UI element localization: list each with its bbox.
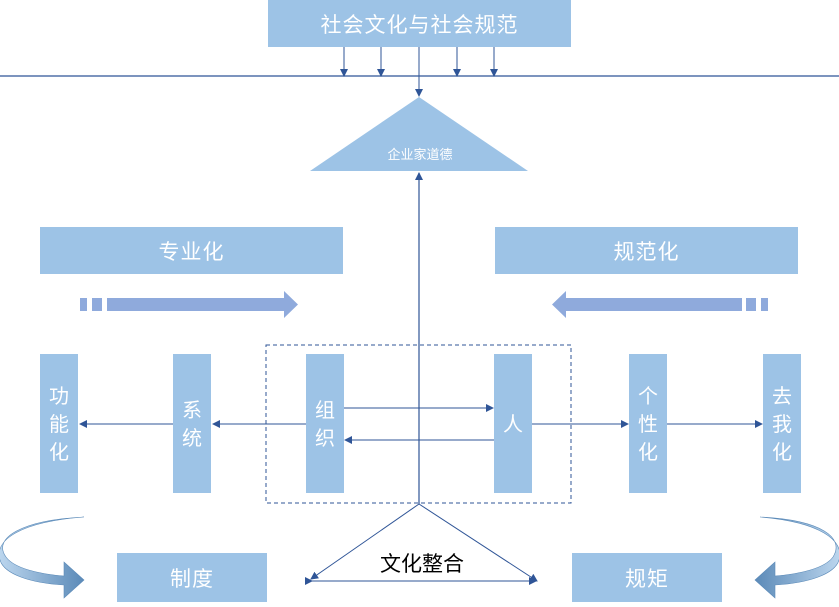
- column-selflessness: 去 我 化: [763, 354, 801, 493]
- column-functionalization: 功 能 化: [40, 354, 78, 493]
- integration-right-leg: [418, 503, 538, 582]
- column-char: 统: [182, 425, 202, 450]
- normalization-header: 规范化: [495, 227, 798, 274]
- column-char: 性: [638, 411, 658, 436]
- column-char: 功: [49, 383, 69, 408]
- norms-box: 规矩: [572, 553, 722, 602]
- specialization-direction-arrow: [80, 291, 298, 318]
- cultural-integration-label: 文化整合: [380, 552, 464, 576]
- apex-triangle: [310, 97, 528, 171]
- column-char: 去: [772, 383, 792, 408]
- system-rules-label: 制度: [170, 566, 214, 591]
- column-individualization: 个 性 化: [629, 354, 667, 493]
- top-label: 社会文化与社会规范: [320, 12, 519, 37]
- specialization-header: 专业化: [40, 227, 343, 274]
- norms-label: 规矩: [625, 566, 669, 591]
- apex-label: 企业家道德: [387, 148, 453, 163]
- social-culture-norms-box: 社会文化与社会规范: [268, 0, 571, 47]
- normalization-label: 规范化: [613, 239, 680, 264]
- column-char: 织: [315, 425, 335, 450]
- normalization-direction-arrow: [552, 291, 768, 318]
- column-system: 系 统: [173, 354, 211, 493]
- integration-left-leg: [310, 503, 420, 580]
- column-char: 系: [182, 397, 202, 422]
- column-char: 能: [49, 411, 69, 436]
- specialization-label: 专业化: [158, 239, 225, 264]
- left-cycle-arrow: [0, 516, 85, 599]
- column-char: 化: [49, 439, 69, 464]
- system-rules-box: 制度: [117, 553, 267, 602]
- column-char: 化: [772, 439, 792, 464]
- right-cycle-arrow: [754, 516, 839, 599]
- column-char: 我: [772, 411, 792, 436]
- column-char: 个: [638, 383, 658, 408]
- column-person: 人: [494, 354, 532, 493]
- column-char: 人: [503, 411, 523, 436]
- column-char: 组: [315, 397, 335, 422]
- column-organization: 组 织: [306, 354, 344, 493]
- column-char: 化: [638, 439, 658, 464]
